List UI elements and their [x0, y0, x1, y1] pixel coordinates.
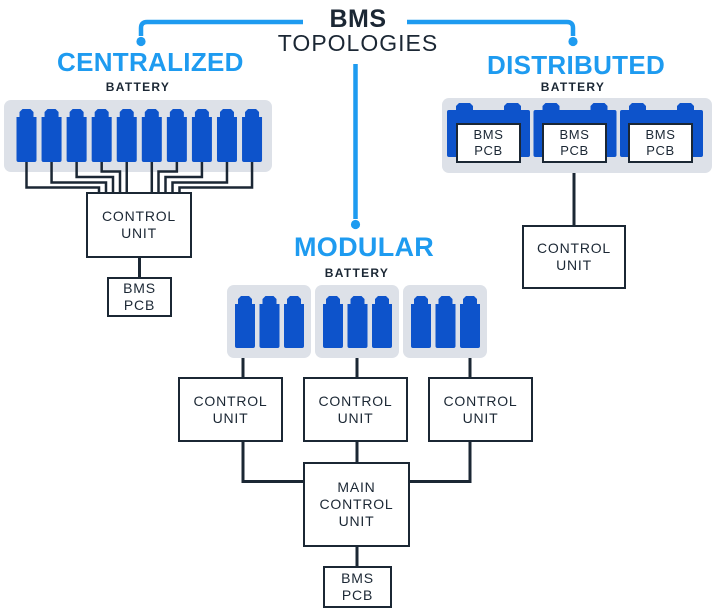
centralized-cell-wire-10 — [178, 157, 254, 193]
modular-cu2-line1: CONTROL — [318, 392, 393, 409]
heading-distributed: DISTRIBUTED — [487, 50, 666, 80]
centralized-bms-pcb-box: BMS PCB — [107, 277, 172, 317]
distributed-module3-pcb-line1: BMS — [645, 127, 676, 142]
modular-cu1-line1: CONTROL — [193, 392, 268, 409]
diagram-title-topologies: TOPOLOGIES — [277, 30, 439, 56]
centralized-cell-wire-3 — [75, 157, 115, 193]
modular-cell-2-1 — [323, 296, 343, 348]
centralized-cell-wire-4 — [100, 157, 122, 193]
diagram-title-bms: BMS — [329, 5, 387, 33]
centralized-cell-1 — [16, 109, 37, 162]
modular-battery-label: BATTERY — [324, 266, 390, 280]
centralized-cell-8 — [191, 109, 212, 162]
modular-control-unit1-box: CONTROL UNIT — [178, 377, 283, 442]
distributed-module2-bms-pcb-box: BMS PCB — [542, 123, 607, 163]
centralized-cell-wire-8 — [164, 157, 204, 193]
distributed-battery-3-terminal-1 — [629, 103, 646, 111]
distributed-battery-1-terminal-1 — [456, 103, 473, 111]
centralized-cell-5 — [116, 109, 137, 162]
distributed-control-unit-box: CONTROL UNIT — [522, 225, 626, 289]
centralized-cell-wire-7 — [157, 157, 179, 193]
main-cu-line2: CONTROL — [319, 496, 394, 512]
centralized-cell-9 — [216, 109, 237, 162]
distributed-battery-3-terminal-2 — [677, 103, 694, 111]
bracket-dot-right — [568, 36, 578, 47]
heading-centralized: CENTRALIZED — [57, 47, 244, 77]
modular-control-unit3-box: CONTROL UNIT — [428, 377, 533, 442]
centralized-battery-cells — [16, 109, 263, 162]
modular-cell-3-2 — [435, 296, 456, 348]
modular-cu3-line2: UNIT — [462, 409, 499, 426]
centralized-control-unit-label-line2: UNIT — [121, 225, 157, 241]
modular-cu2-line2: UNIT — [337, 409, 374, 426]
main-cu-line3: UNIT — [338, 513, 375, 529]
centralized-battery-label: BATTERY — [105, 80, 171, 94]
modular-cell-3-3 — [460, 296, 480, 348]
modular-cell-3-1 — [411, 296, 431, 348]
modular-bms-pcb-line2: PCB — [341, 587, 374, 603]
centralized-bms-pcb-label-line2: PCB — [123, 297, 156, 313]
bracket-line-left — [138, 19, 303, 36]
distributed-module2-pcb-line1: BMS — [559, 127, 590, 142]
centralized-cell-10 — [242, 109, 263, 162]
distributed-module1-pcb-line1: BMS — [473, 127, 504, 142]
centralized-cell-wires — [25, 157, 254, 193]
distributed-battery-1-terminal-2 — [504, 103, 521, 111]
centralized-cell-4 — [91, 109, 112, 162]
bracket-dot-left — [136, 36, 146, 47]
distributed-control-unit-line2: UNIT — [556, 257, 592, 273]
modular-bms-pcb-line1: BMS — [341, 570, 374, 586]
distributed-battery-2-terminal-1 — [542, 103, 560, 111]
modular-cu1-to-main-line — [241, 442, 303, 483]
modular-cell-1-1 — [235, 296, 255, 348]
bracket-dot-middle — [350, 219, 361, 230]
modular-bms-pcb-box: BMS PCB — [323, 566, 392, 608]
distributed-module2-pcb-line2: PCB — [560, 143, 589, 158]
distributed-module1-pcb-line2: PCB — [474, 143, 503, 158]
centralized-cell-wire-9 — [171, 157, 229, 193]
distributed-battery-2-terminal-2 — [590, 103, 608, 111]
centralized-cell-wire-2 — [50, 157, 108, 193]
centralized-cell-2 — [41, 109, 62, 162]
modular-cell-2-3 — [372, 296, 392, 348]
centralized-cell-3 — [66, 109, 87, 162]
heading-modular: MODULAR — [294, 232, 435, 262]
centralized-control-unit-box: CONTROL UNIT — [86, 192, 192, 258]
centralized-cell-7 — [166, 109, 187, 162]
modular-control-unit2-box: CONTROL UNIT — [303, 377, 408, 442]
modular-main-control-unit-box: MAIN CONTROL UNIT — [303, 462, 410, 547]
modular-battery-cells — [235, 296, 480, 348]
modular-cu1-line2: UNIT — [212, 409, 249, 426]
modular-cell-2-2 — [347, 296, 368, 348]
distributed-control-unit-line1: CONTROL — [536, 240, 612, 256]
main-cu-line1: MAIN — [337, 479, 376, 495]
modular-cu3-line1: CONTROL — [443, 392, 518, 409]
distributed-module3-pcb-line2: PCB — [646, 143, 675, 158]
title-brackets — [136, 19, 578, 230]
centralized-cell-6 — [141, 109, 162, 162]
distributed-module3-bms-pcb-box: BMS PCB — [628, 123, 693, 163]
distributed-module1-bms-pcb-box: BMS PCB — [456, 123, 521, 163]
connector-lines — [138, 173, 576, 566]
modular-cell-1-3 — [284, 296, 304, 348]
modular-cu3-to-main-line — [410, 442, 472, 483]
distributed-battery-label: BATTERY — [540, 80, 606, 94]
centralized-bms-pcb-label-line1: BMS — [123, 280, 156, 296]
modular-cell-1-2 — [259, 296, 280, 348]
centralized-cell-wire-1 — [25, 157, 101, 193]
centralized-control-unit-label-line1: CONTROL — [101, 208, 177, 224]
bracket-line-right — [407, 19, 576, 36]
